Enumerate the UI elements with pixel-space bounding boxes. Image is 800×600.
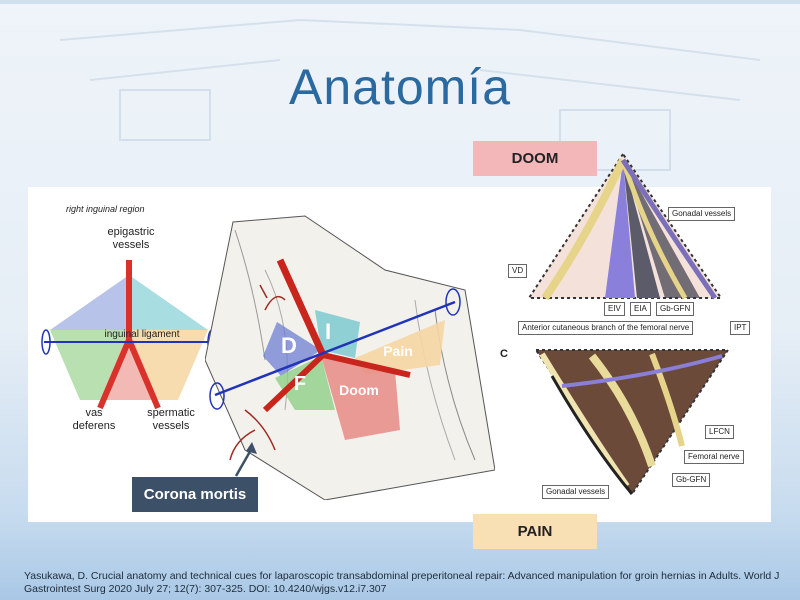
center-vas-vessel [262,352,326,413]
doom-triangle-diagram [527,152,723,301]
spermatic-label: spermatic vessels [147,407,195,432]
epigastric-label: epigastric vessels [107,226,155,251]
center-inguinal-line [214,300,456,397]
doom-zone-left [100,330,158,400]
myopectineal-illustration [205,215,495,500]
region-label: right inguinal region [66,204,145,214]
d-zone [263,322,321,376]
inguinal-region-diagram [41,260,217,410]
callout-arrow [234,442,257,477]
gonadal-vessels-top-label: Gonadal vessels [668,207,736,221]
spermatic-vessel-line [126,338,161,410]
ipt-label: IPT [730,321,751,335]
vas-label: vas deferens [72,407,116,432]
doom-triangle-left [50,275,129,330]
f-label: F [293,373,307,395]
gb-gfn-top-label: Gb-GFN [656,302,695,316]
lfcn-label: LFCN [705,425,734,439]
d-label: D [281,333,297,358]
i-label: I [324,319,332,344]
vd-label: VD [508,264,528,278]
anterior-cutaneous-label: Anterior cutaneous branch of the femoral… [518,321,694,335]
eiv-label: EIV [604,302,625,316]
pain-tag: PAIN [473,514,597,549]
indirect-triangle-left [129,275,208,330]
ligament-label: inguinal ligament [104,329,180,340]
citation-text: Yasukawa, D. Crucial anatomy and technic… [24,570,780,595]
vas-deferens-line [97,338,132,410]
gonadal-vessels-bottom-label: Gonadal vessels [542,485,610,499]
gb-gfn-bottom-label: Gb-GFN [672,473,711,487]
i-zone [315,310,360,358]
doom-label: Doom [339,382,379,398]
corona-mortis-callout: Corona mortis [132,477,258,512]
pain-triangle-diagram [534,349,730,496]
pain-zone [355,320,445,375]
eia-label: EIA [630,302,651,316]
panel-c-label: C [500,348,508,360]
slide-title: Anatomía [288,59,511,115]
f-zone [275,356,335,410]
pain-label: Pain [383,343,413,359]
doom-zone [321,356,400,440]
femoral-nerve-label: Femoral nerve [684,450,744,464]
center-epigastric-vessel [276,258,327,357]
center-spermatic-vessel [322,352,411,378]
doom-tag: DOOM [473,141,597,176]
top-accent-bar [0,0,800,4]
